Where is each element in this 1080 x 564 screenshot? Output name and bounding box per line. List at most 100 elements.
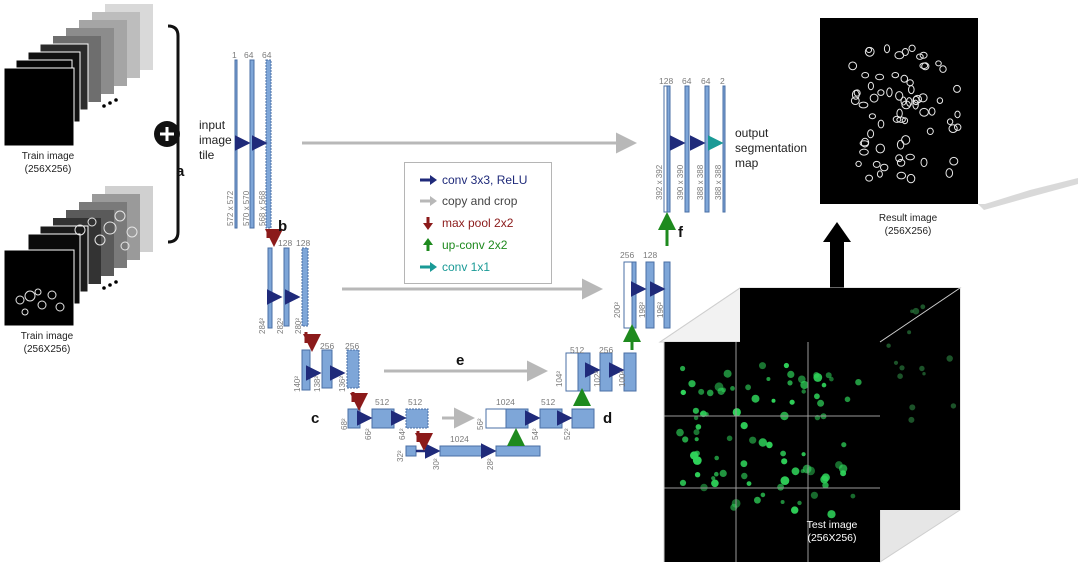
cell-dot	[893, 360, 899, 365]
dim-l2-c: 280²	[294, 317, 303, 334]
cell-dot	[692, 456, 702, 465]
label-f: f	[678, 224, 683, 241]
copy-arrows	[302, 132, 637, 429]
input-label-line: image	[199, 133, 232, 147]
input-label: input image tile	[199, 118, 232, 163]
label-d: d	[603, 410, 613, 427]
cell-dot	[797, 500, 802, 506]
label-e: e	[456, 352, 465, 369]
cell-outline	[918, 93, 928, 103]
feature-map-block	[405, 445, 417, 457]
cell-dot	[791, 467, 800, 476]
cell-dot	[754, 496, 761, 504]
plus-icon	[154, 121, 180, 147]
cell-dot	[759, 362, 766, 370]
cell-dot	[777, 483, 784, 491]
channel-u3-b: 256	[599, 345, 614, 355]
dim-u1-b: 390 x 390	[676, 164, 685, 200]
cell-outline	[868, 113, 877, 120]
train-stack-bottom	[3, 186, 153, 327]
feature-map-block	[565, 352, 579, 392]
cell-dot	[771, 398, 776, 403]
cell-dot	[723, 369, 732, 378]
output-label-line: segmentation	[735, 141, 808, 155]
dim-l2-a: 284²	[258, 317, 267, 334]
conv-arrows	[235, 135, 706, 459]
cell-outline	[859, 148, 869, 156]
cell-dot	[714, 471, 719, 477]
channel-u2-a: 256	[620, 250, 635, 260]
channel-u1-a: 128	[659, 76, 674, 86]
cell-dot	[760, 492, 766, 498]
channel-l1-a: 1	[232, 50, 237, 60]
cell-outline	[945, 168, 954, 178]
cell-outline	[954, 123, 962, 131]
cell-dot	[822, 482, 829, 489]
channel-u4: 512	[541, 397, 556, 407]
cell-outline	[916, 53, 924, 60]
cell-dot	[897, 373, 903, 380]
cell-dot	[698, 388, 705, 395]
dim-u3-c: 100²	[618, 370, 627, 387]
label-a: a	[176, 163, 185, 180]
dim-u3-b: 102²	[593, 370, 602, 387]
channel-l2-b: 128	[296, 238, 311, 248]
cell-dot	[780, 450, 786, 457]
cell-dot	[694, 437, 699, 442]
cell-dot	[907, 330, 912, 335]
label-b: b	[278, 218, 288, 235]
channel-l4-b: 512	[408, 397, 423, 407]
cell-outline	[954, 110, 961, 119]
result-shadow	[978, 178, 1078, 210]
cell-dot	[825, 372, 832, 379]
cell-outline	[920, 157, 928, 168]
legend-label: conv 3x3, ReLU	[442, 173, 528, 187]
cell-dot	[766, 441, 773, 449]
dim-bottom-c: 28²	[486, 458, 495, 470]
cell-dot	[801, 452, 806, 457]
caption-line: (256X256)	[884, 226, 932, 237]
feature-map-block	[347, 408, 361, 429]
legend: conv 3x3, ReLU copy and crop max pool 2x…	[404, 162, 552, 284]
channel-l2-a: 128	[278, 238, 293, 248]
cell-outline	[946, 118, 954, 125]
conv1x1-arrow-icon	[420, 262, 437, 272]
cell-outline	[892, 115, 902, 123]
channel-u3-a: 512	[570, 345, 585, 355]
cell-dot	[829, 376, 834, 382]
channel-u1-c: 64	[701, 76, 711, 86]
dim-l4-a: 68²	[340, 418, 349, 430]
cell-outline	[865, 174, 873, 182]
cell-dot	[714, 382, 724, 392]
dim-u2-a: 200²	[613, 301, 622, 318]
feature-map-block	[645, 261, 655, 329]
cell-outline	[848, 61, 858, 71]
upconv-arrow-icon	[423, 238, 433, 251]
cell-dot	[810, 491, 819, 499]
cell-outline	[880, 163, 889, 172]
feature-map-block	[505, 408, 529, 429]
feature-map-block	[371, 408, 395, 429]
feature-map-block	[631, 261, 637, 329]
channel-bottom: 1024	[450, 434, 469, 444]
cell-dot	[821, 382, 827, 388]
dim-l3-c: 136²	[338, 375, 347, 392]
cell-outline	[896, 171, 907, 180]
cell-dot	[908, 416, 915, 423]
cell-outline	[900, 74, 909, 83]
cell-outline	[891, 72, 900, 79]
cell-outline	[861, 72, 870, 79]
cell-outline	[894, 51, 905, 60]
cell-dot	[787, 370, 795, 378]
cell-dot	[741, 472, 748, 480]
copy-arrow-icon	[420, 196, 437, 206]
result-caption: Result image (256X256)	[868, 212, 948, 238]
cell-dot	[693, 429, 700, 436]
cell-outline	[858, 101, 869, 109]
cell-dot	[827, 510, 836, 519]
cell-outline	[919, 62, 929, 70]
cell-dot	[899, 365, 905, 371]
feature-map-block	[301, 247, 309, 327]
legend-label: max pool 2x2	[442, 216, 514, 230]
